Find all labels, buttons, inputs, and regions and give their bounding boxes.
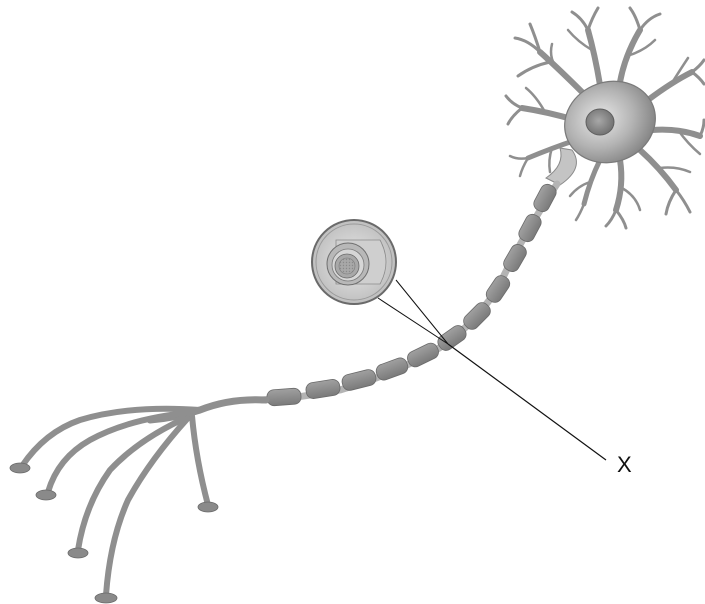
axon-terminals <box>22 400 266 595</box>
myelin-segment <box>341 368 378 392</box>
axon-core <box>339 258 355 274</box>
terminal-bulb <box>95 593 117 603</box>
terminal-bulb <box>10 463 30 473</box>
terminal-bulb <box>36 490 56 500</box>
cross-section-magnifier <box>312 220 396 304</box>
leader-line <box>448 344 606 460</box>
myelin-segment <box>405 341 441 369</box>
label-x: X <box>617 452 632 477</box>
magnifier-pointer <box>378 280 448 344</box>
axon <box>262 184 557 400</box>
myelin-segment <box>266 388 301 406</box>
nucleus <box>586 109 614 135</box>
terminal-bulb <box>198 502 218 512</box>
myelin-segment <box>305 378 341 399</box>
myelin-sheath <box>266 182 558 406</box>
myelin-segment <box>374 356 410 382</box>
terminal-bulb <box>68 548 88 558</box>
